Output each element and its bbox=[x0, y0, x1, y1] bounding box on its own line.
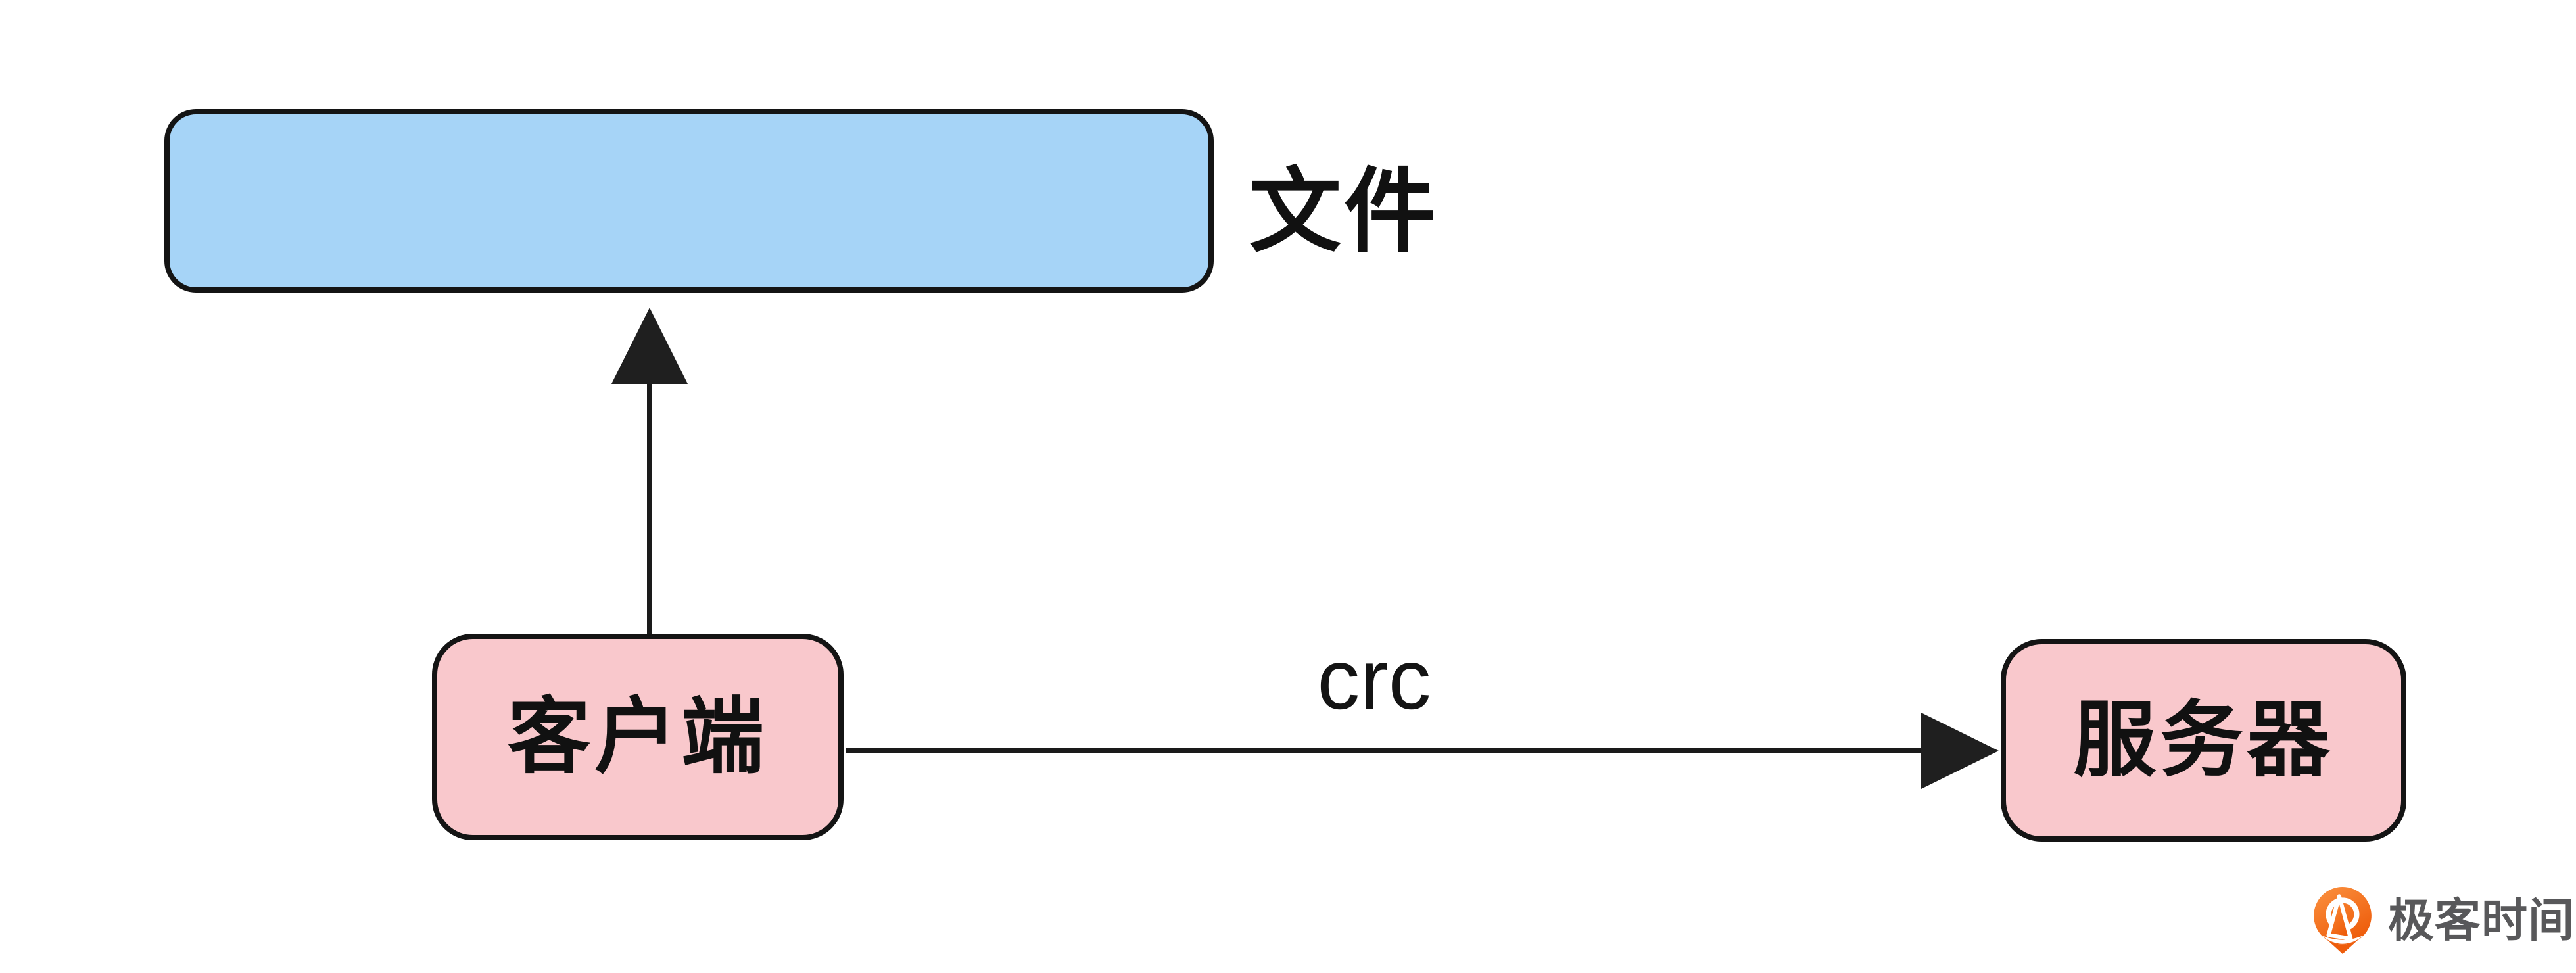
edge-client-to-server-arrowhead bbox=[1921, 713, 1999, 789]
server-box-label: 服务器 bbox=[2073, 694, 2334, 786]
client-box-label: 客户端 bbox=[508, 690, 768, 783]
file-caption: 文件 bbox=[1249, 160, 1439, 263]
server-box: 服务器 bbox=[2001, 639, 2406, 842]
geektime-pin-icon bbox=[2314, 887, 2372, 954]
geektime-logo-text: 极客时间 bbox=[2388, 895, 2575, 946]
edge-client-to-file-arrowhead bbox=[611, 308, 688, 384]
geektime-logo: 极客时间 bbox=[2309, 886, 2575, 955]
file-box bbox=[164, 109, 1214, 293]
client-box: 客户端 bbox=[432, 634, 844, 840]
edge-crc-label: crc bbox=[1317, 631, 1431, 727]
